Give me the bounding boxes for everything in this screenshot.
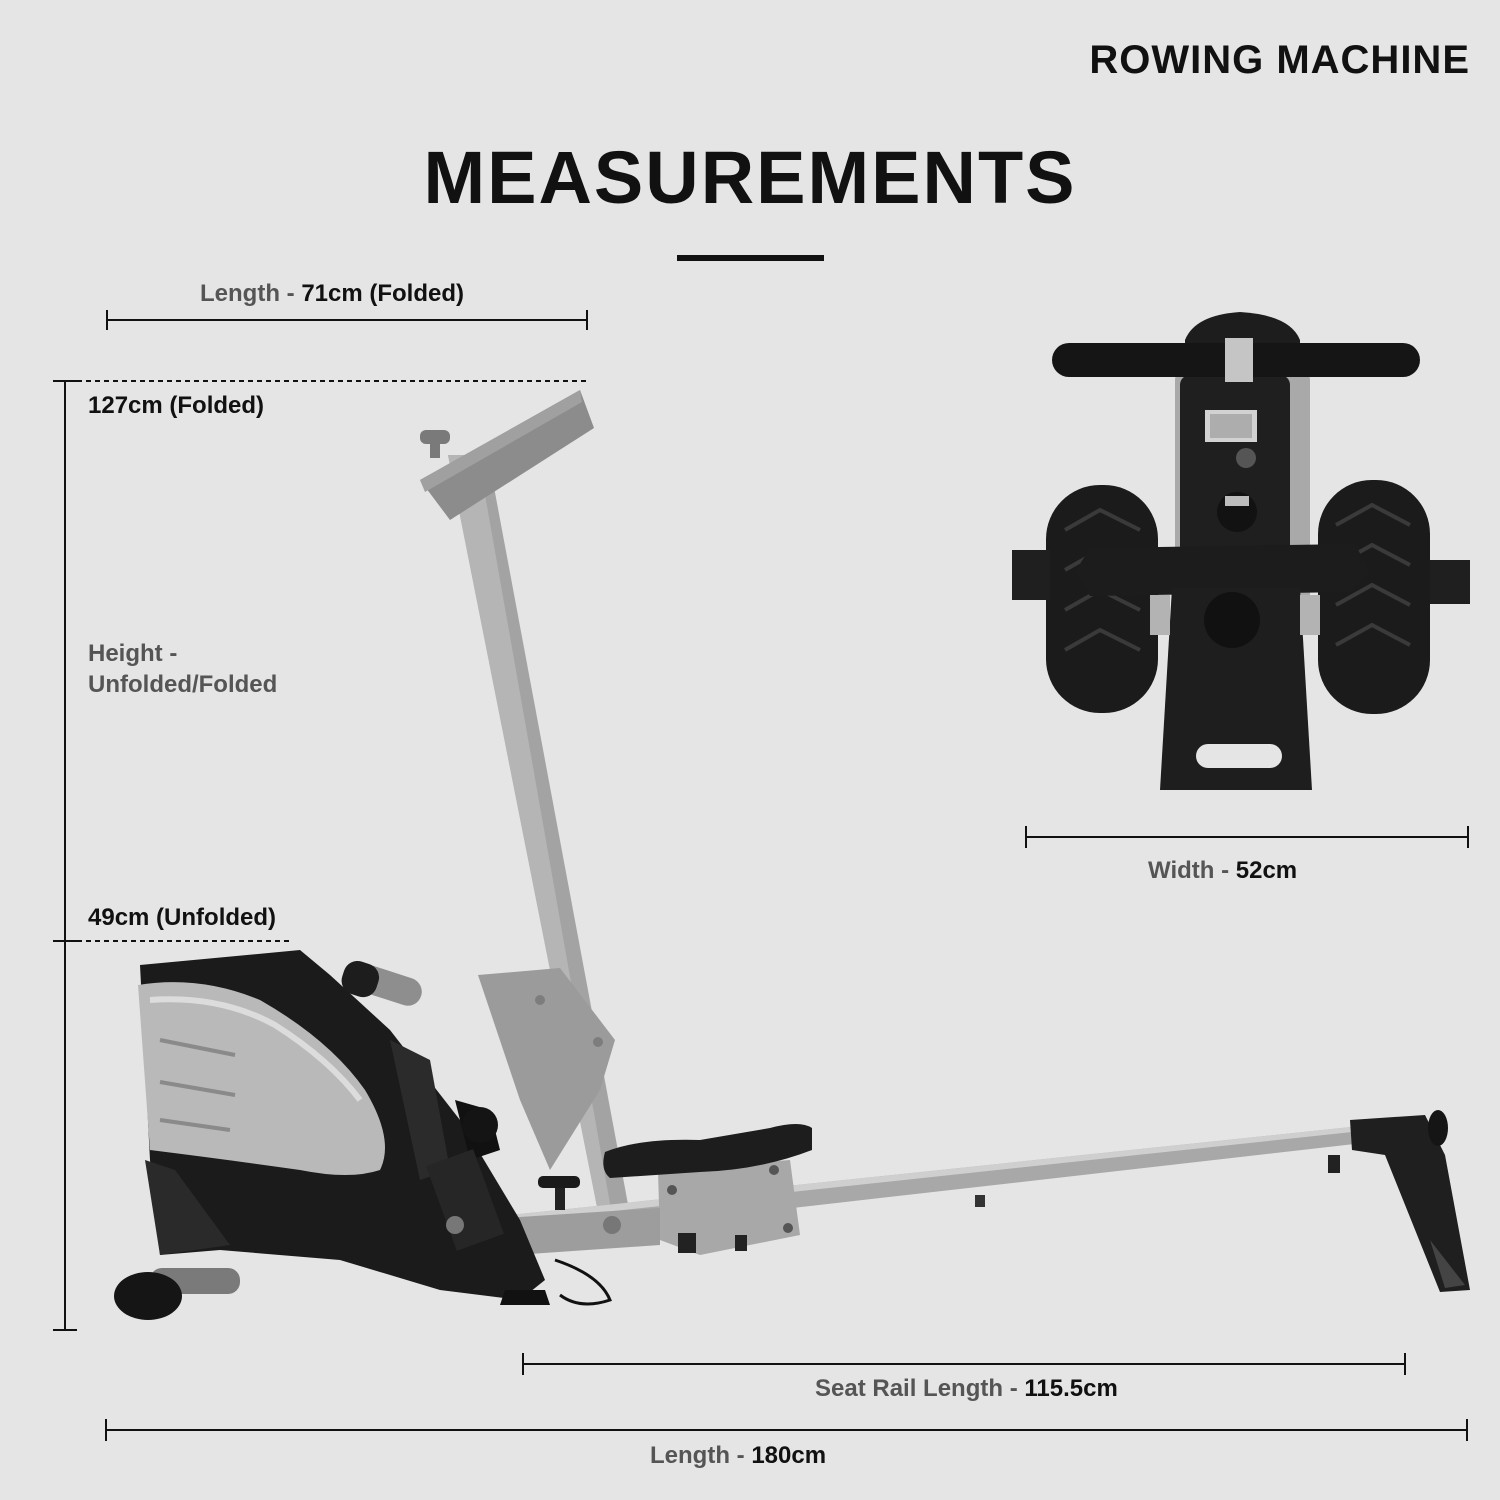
length-folded-label: Length - 71cm (Folded)	[200, 280, 464, 308]
dim-height-vertical	[53, 380, 77, 1331]
height-folded-value: 127cm (Folded)	[88, 392, 265, 419]
width-caption: Width -	[1148, 857, 1236, 884]
front-connector	[505, 1176, 660, 1255]
left-footrest	[1012, 485, 1158, 713]
total-length-label: Length - 180cm	[650, 1442, 826, 1470]
total-length-value: 180cm	[751, 1442, 827, 1469]
rear-foot	[1350, 1110, 1470, 1292]
top-view-machine	[1012, 312, 1470, 790]
seat-rail-label: Seat Rail Length - 115.5cm	[815, 1375, 1118, 1403]
seat	[603, 1124, 812, 1255]
dimension-lines	[53, 310, 1469, 1441]
folded-rail-ghost	[420, 390, 630, 1222]
housing-handle	[341, 960, 422, 1006]
dim-length-folded	[106, 310, 588, 330]
dim-total-length	[105, 1419, 1468, 1441]
right-footrest	[1318, 480, 1470, 714]
flywheel-housing	[138, 950, 612, 1306]
height-unfolded-value: 49cm (Unfolded)	[88, 904, 277, 931]
dim-width	[1025, 826, 1469, 848]
height-caption-line2: Unfolded/Folded	[88, 671, 278, 698]
front-stabilizer	[114, 1268, 240, 1320]
height-caption-line1: Height -	[88, 640, 178, 667]
page-title: MEASUREMENTS	[423, 136, 1077, 219]
length-folded-value: 71cm (Folded)	[301, 280, 465, 307]
brand-heading: ROWING MACHINE	[1089, 38, 1470, 82]
width-label: Width - 52cm	[1148, 857, 1297, 885]
seat-rail-value: 115.5cm	[1024, 1375, 1118, 1402]
total-length-caption: Length -	[650, 1442, 752, 1469]
title-underline	[677, 255, 824, 261]
dim-seat-rail	[522, 1353, 1406, 1375]
length-folded-caption: Length -	[200, 280, 302, 307]
width-value: 52cm	[1235, 857, 1298, 884]
seat-rail-caption: Seat Rail Length -	[815, 1375, 1025, 1402]
